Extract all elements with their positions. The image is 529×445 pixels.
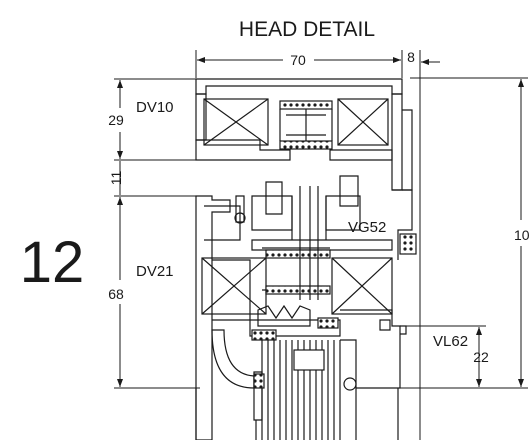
dimension-right-total bbox=[410, 77, 528, 389]
dimension-lower-right-value: 22 bbox=[473, 349, 489, 365]
label-dv21: DV21 bbox=[136, 263, 174, 280]
label-vg52: VG52 bbox=[348, 219, 386, 236]
frame-profile-section bbox=[195, 78, 417, 441]
dimension-top-right-value: 8 bbox=[407, 49, 415, 65]
dimension-top-width bbox=[195, 50, 403, 78]
dimension-left-gap-value: 11 bbox=[108, 171, 124, 186]
dimension-top-right bbox=[419, 50, 440, 440]
label-dv10: DV10 bbox=[136, 99, 174, 116]
detail-number: 12 bbox=[20, 230, 85, 295]
dimension-right-total-value: 108 bbox=[514, 227, 529, 243]
dimension-top-width-value: 70 bbox=[290, 52, 306, 68]
dimension-left-upper bbox=[114, 78, 200, 161]
drawing-title: HEAD DETAIL bbox=[239, 18, 375, 41]
label-vl62: VL62 bbox=[433, 333, 468, 350]
dimension-left-lower bbox=[114, 197, 200, 389]
dimension-left-upper-value: 29 bbox=[108, 112, 124, 128]
dimension-left-gap bbox=[114, 161, 200, 197]
dimension-left-lower-value: 68 bbox=[108, 286, 124, 302]
